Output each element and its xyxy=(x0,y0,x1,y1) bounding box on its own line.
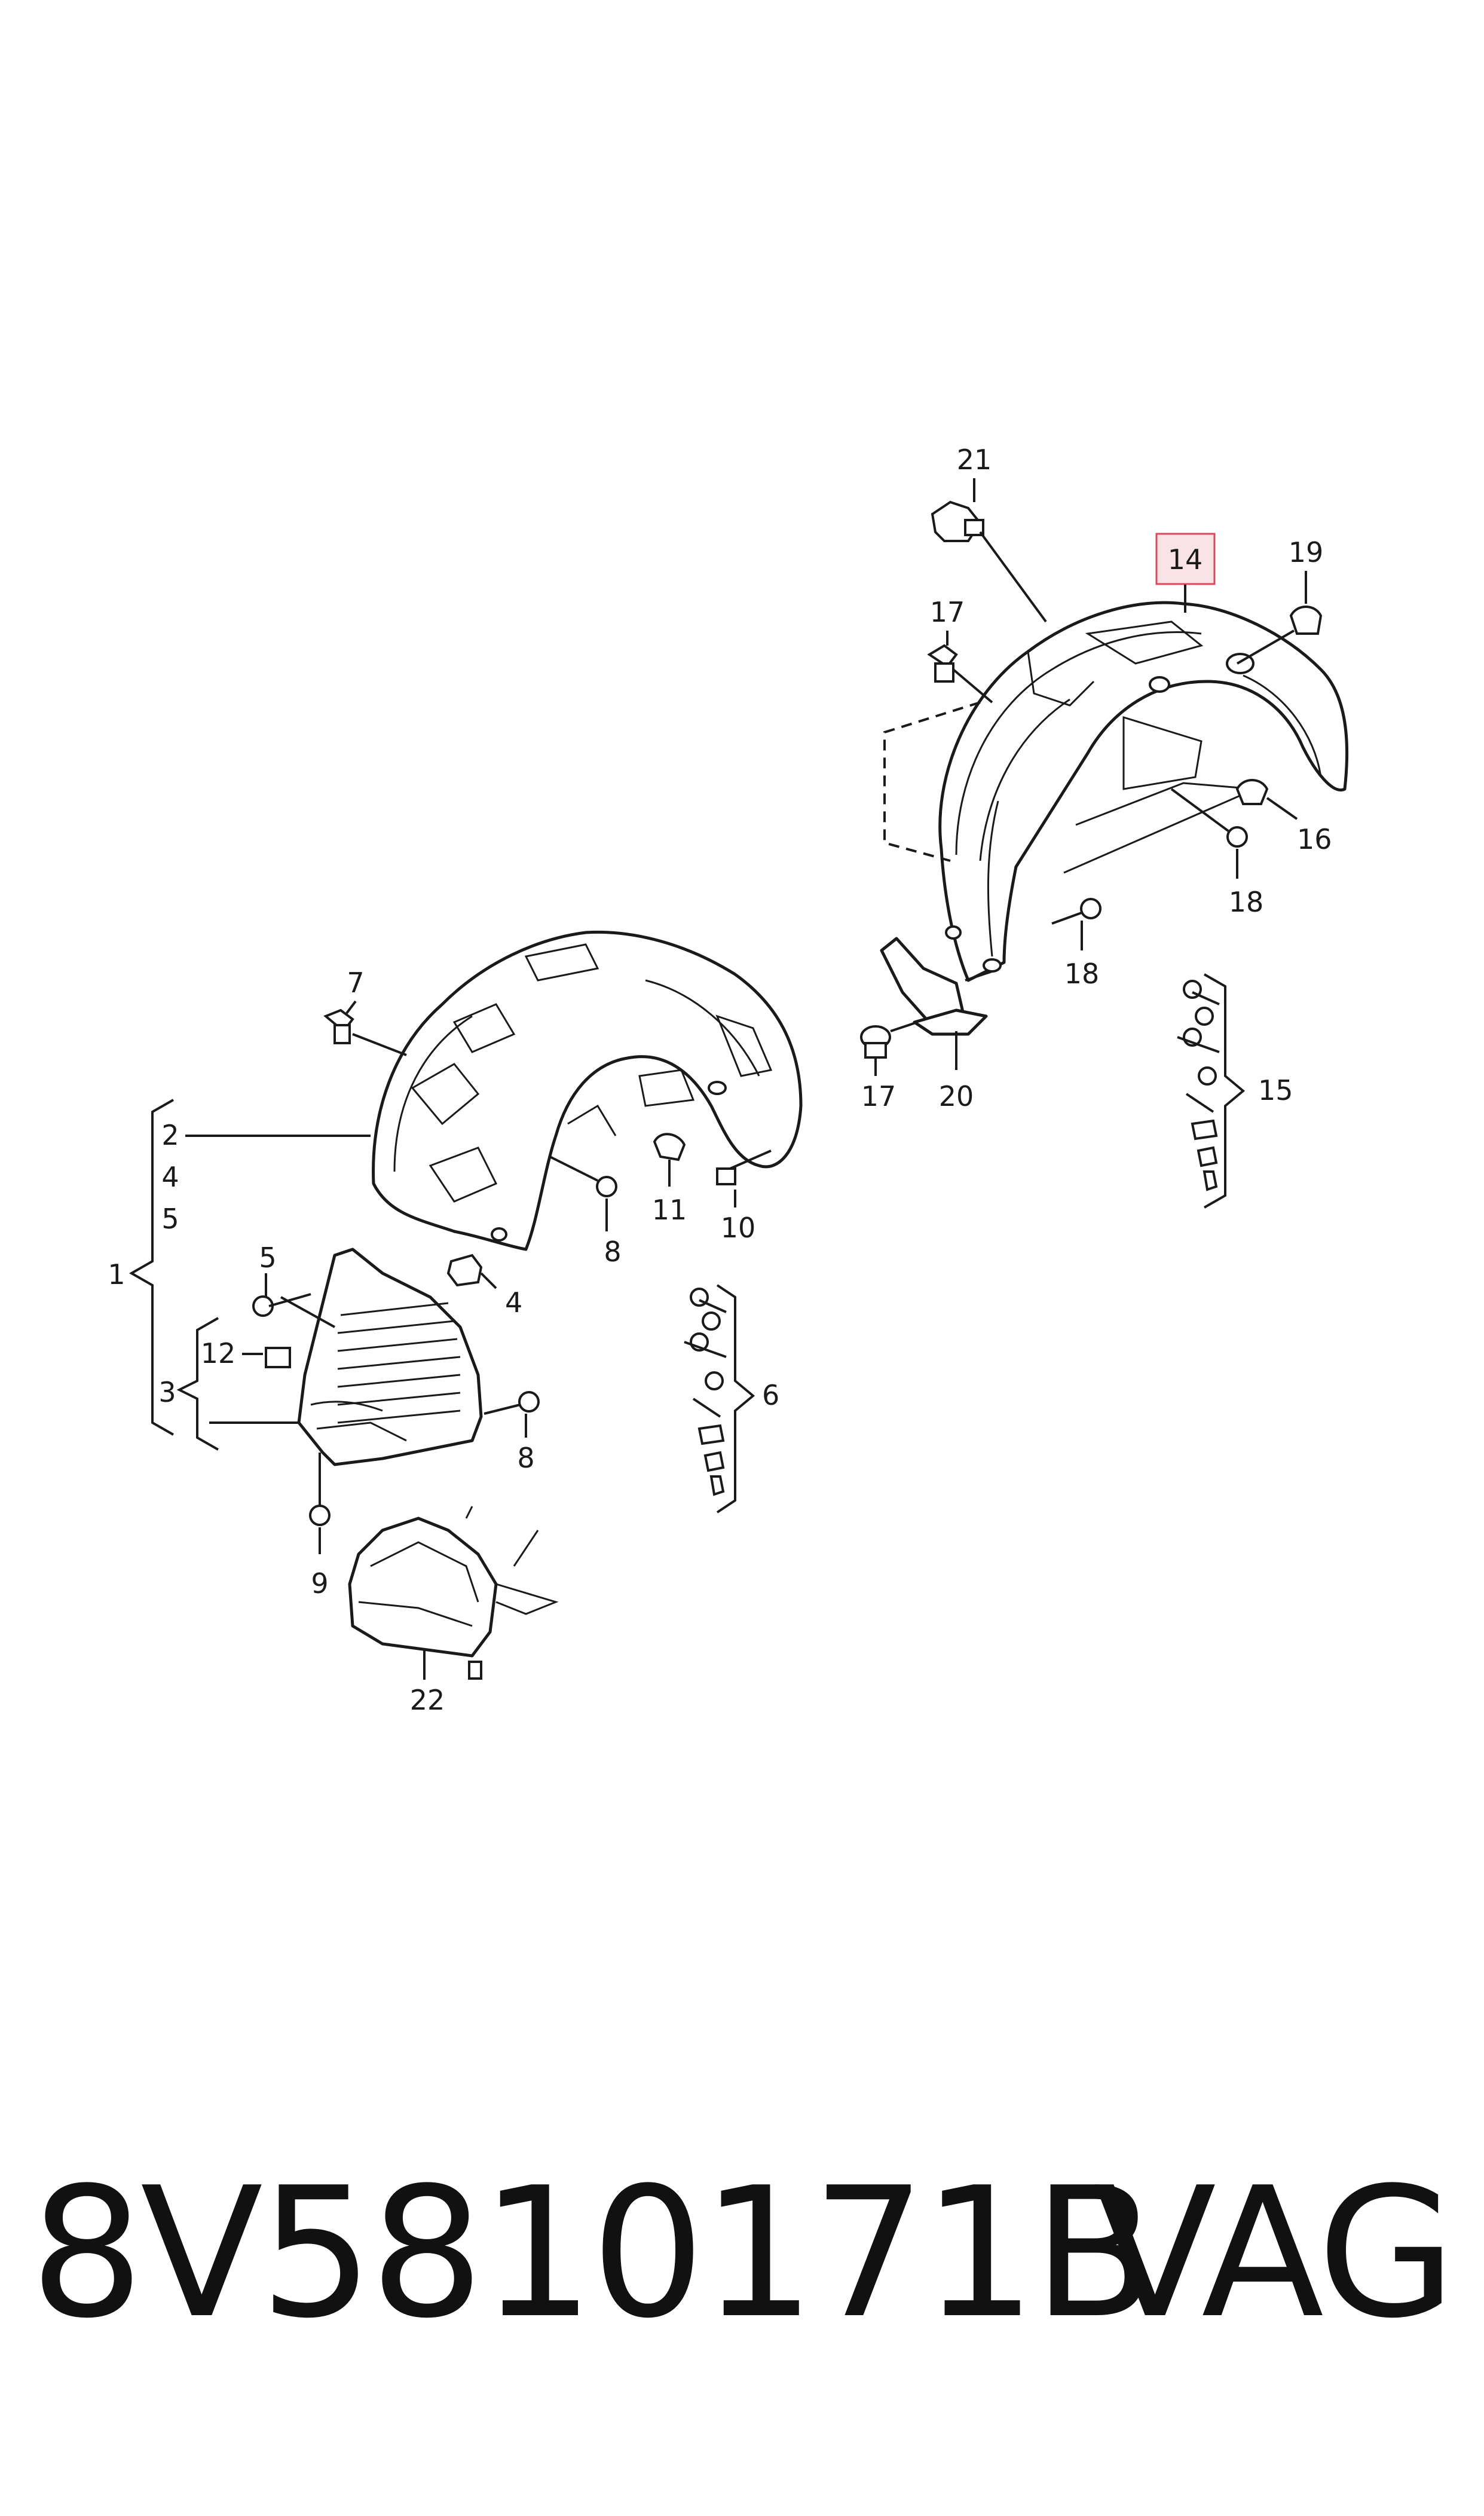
callout-8-lower: 8 xyxy=(517,1442,534,1474)
callout-6: 6 xyxy=(762,1379,779,1411)
callout-18-b: 18 xyxy=(1064,958,1100,990)
hardware-set-part-15 xyxy=(1177,973,1246,1209)
clip-part-19 xyxy=(1236,606,1323,665)
group-bracket-part-1 xyxy=(128,1099,174,1436)
callout-7: 7 xyxy=(347,967,364,999)
callout-17-upper: 17 xyxy=(930,596,965,628)
callout-12: 12 xyxy=(201,1337,236,1369)
callout-4-lower: 4 xyxy=(505,1286,522,1319)
callout-5-lower: 5 xyxy=(259,1242,276,1274)
callout-8-upper: 8 xyxy=(604,1236,621,1268)
callout-1: 1 xyxy=(108,1258,125,1291)
brand-label: VAG xyxy=(1094,2149,1456,2358)
screw-part-18-a xyxy=(1170,788,1248,879)
hardware-set-part-6 xyxy=(684,1284,755,1514)
wheel-housing-liner-rear xyxy=(938,601,1349,982)
callout-17-lower: 17 xyxy=(861,1080,896,1112)
bracket-part-20 xyxy=(880,937,993,1070)
clip-part-17-lower xyxy=(860,1021,918,1076)
footer: 8V5810171B VAG xyxy=(0,2164,1484,2403)
bracket-part-4 xyxy=(446,1254,497,1289)
clip-part-11 xyxy=(653,1133,686,1187)
screw-part-8-lower xyxy=(484,1391,540,1438)
callout-11: 11 xyxy=(652,1194,687,1226)
clip-part-16 xyxy=(1235,779,1298,820)
callout-5-upper: 5 xyxy=(161,1203,179,1235)
callout-21: 21 xyxy=(957,444,992,476)
clip-part-21 xyxy=(931,500,1047,623)
screw-part-9 xyxy=(309,1453,331,1554)
callout-19: 19 xyxy=(1289,536,1324,568)
inner-guard-part-3 xyxy=(280,1248,483,1466)
highlight-box-14 xyxy=(1155,533,1216,585)
callout-9: 9 xyxy=(311,1567,328,1600)
screw-part-5 xyxy=(252,1273,311,1317)
callout-3: 3 xyxy=(158,1376,176,1408)
callout-22: 22 xyxy=(410,1684,445,1716)
callout-4-upper: 4 xyxy=(161,1161,179,1193)
nut-part-12 xyxy=(242,1347,291,1368)
callout-15: 15 xyxy=(1258,1074,1293,1106)
clip-part-7 xyxy=(323,1008,407,1056)
pin-part-10 xyxy=(716,1150,772,1207)
callout-14: 14 xyxy=(1168,543,1203,576)
callout-20: 20 xyxy=(939,1080,974,1112)
callout-10: 10 xyxy=(721,1212,756,1244)
clip-part-17-upper xyxy=(927,644,993,704)
group-bracket-part-3 xyxy=(176,1317,219,1451)
screw-part-8-upper xyxy=(549,1155,617,1231)
part-number: 8V5810171B xyxy=(30,2149,1156,2358)
deflector-part-22 xyxy=(348,1506,559,1680)
wheel-housing-liner-front xyxy=(372,930,803,1251)
callout-16: 16 xyxy=(1297,823,1332,855)
screw-part-18-b xyxy=(1051,898,1101,950)
callout-18-a: 18 xyxy=(1229,886,1264,918)
callout-2: 2 xyxy=(161,1119,179,1151)
